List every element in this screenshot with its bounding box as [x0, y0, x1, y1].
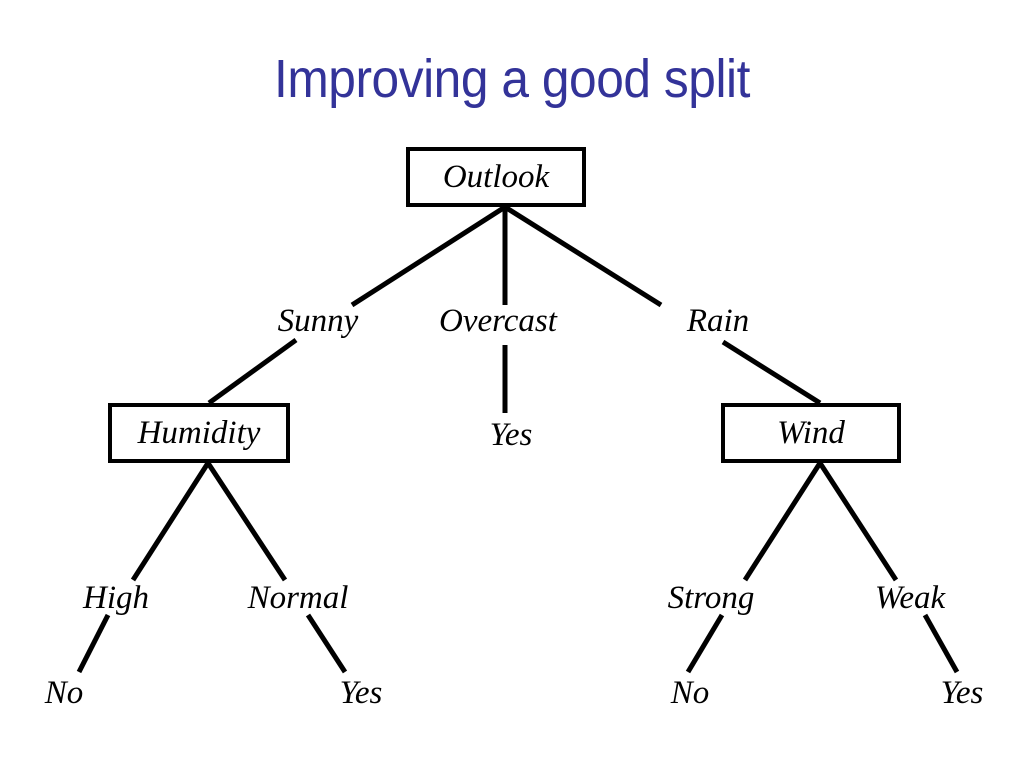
- tree-node-humidity-label: Humidity: [137, 414, 261, 451]
- leaf-node-humidity-high-no: No: [44, 675, 84, 711]
- edge-wind-strong: [742, 461, 823, 582]
- tree-node-wind-label: Wind: [777, 414, 845, 451]
- edge-high-no: [76, 613, 111, 674]
- edge-label-rain: Rain: [686, 303, 750, 339]
- edge-normal-yes: [305, 613, 348, 674]
- tree-node-outlook-label: Outlook: [442, 158, 550, 195]
- edge-label-overcast: Overcast: [439, 303, 557, 339]
- edge-sunny-humidity: [207, 337, 298, 406]
- edge-label-sunny: Sunny: [277, 303, 359, 339]
- edge-label-strong: Strong: [667, 580, 755, 616]
- tree-node-wind: Wind: [721, 403, 901, 463]
- leaf-node-overcast-yes: Yes: [489, 417, 533, 453]
- edge-weak-yes: [922, 613, 960, 674]
- edge-outlook-rain: [503, 204, 663, 308]
- tree-node-humidity: Humidity: [108, 403, 290, 463]
- tree-node-outlook: Outlook: [406, 147, 586, 207]
- edge-humidity-high: [130, 461, 211, 582]
- edge-humidity-normal: [205, 461, 288, 582]
- edge-wind-weak: [817, 461, 899, 582]
- edge-rain-wind: [721, 339, 822, 406]
- edge-label-high: High: [83, 580, 149, 616]
- edge-label-normal: Normal: [247, 580, 349, 616]
- edge-strong-no: [685, 613, 725, 674]
- leaf-node-wind-strong-no: No: [670, 675, 710, 711]
- leaf-node-wind-weak-yes: Yes: [940, 675, 984, 711]
- page-title: Improving a good split: [274, 49, 750, 109]
- edge-label-weak: Weak: [874, 580, 946, 616]
- leaf-node-humidity-normal-yes: Yes: [339, 675, 383, 711]
- edge-outlook-sunny: [350, 204, 507, 308]
